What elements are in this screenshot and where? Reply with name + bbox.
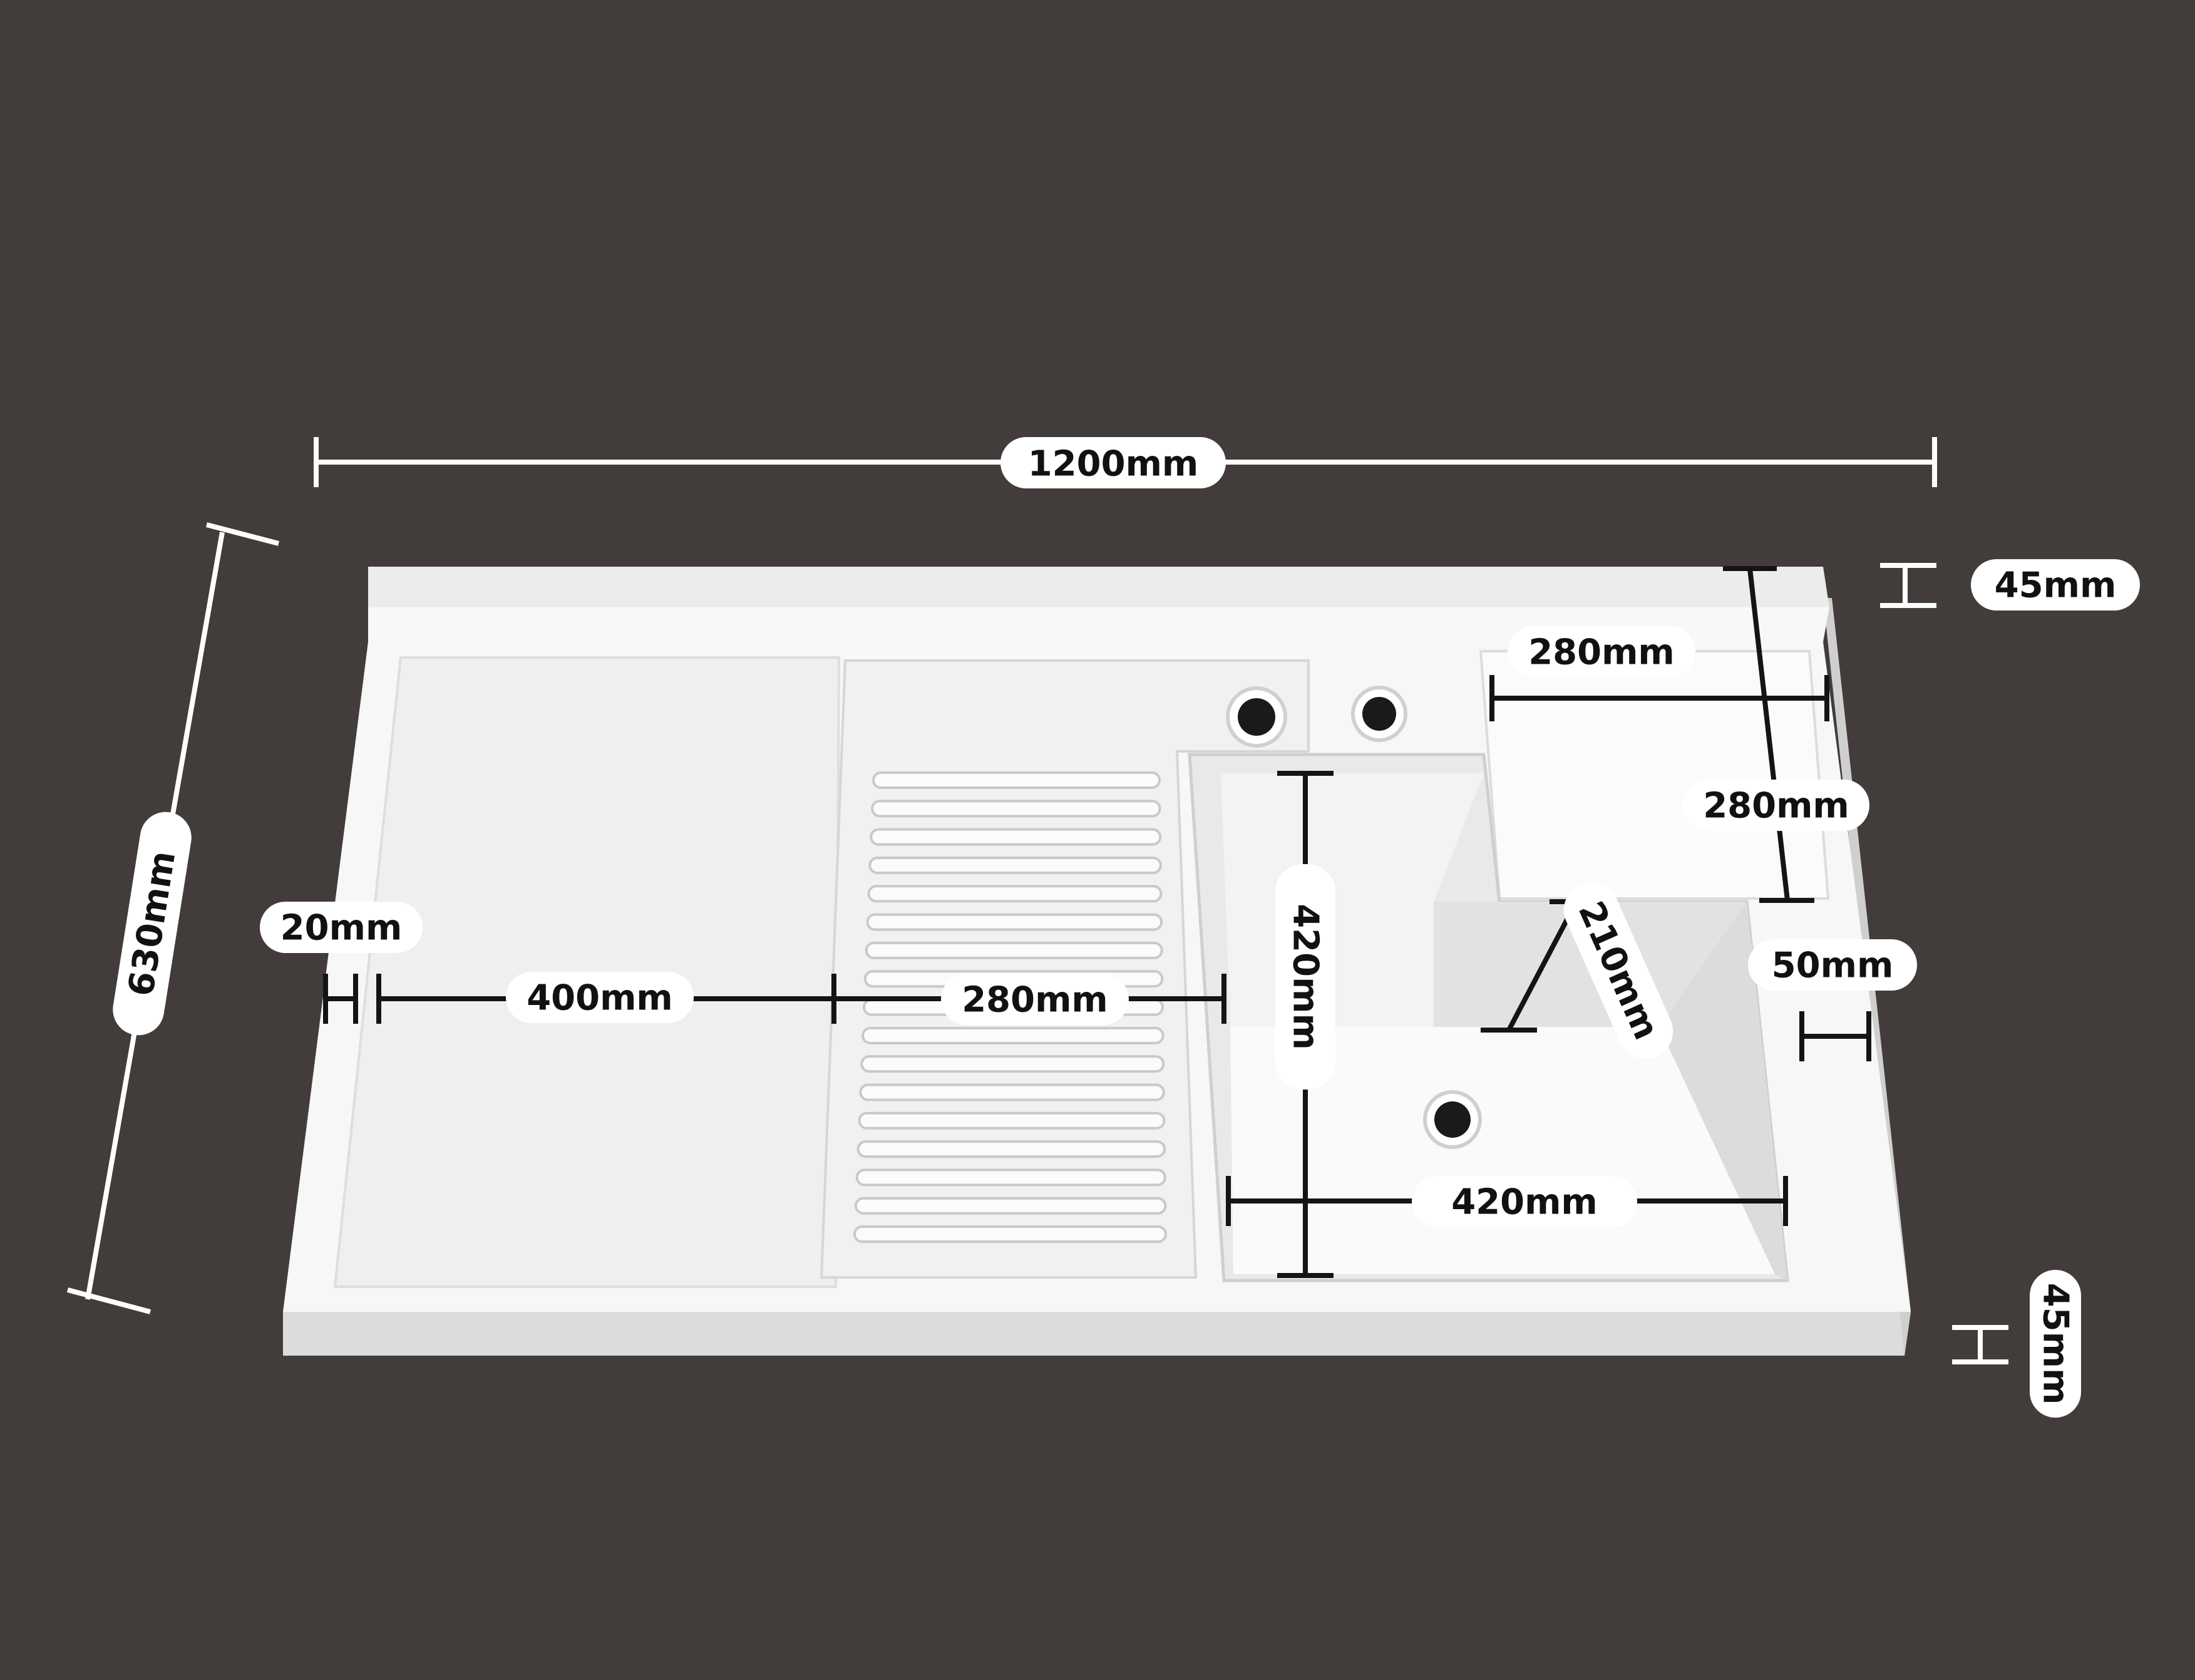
washboard-rib [866,913,1163,931]
svg-text:420mm: 420mm [1451,1182,1598,1223]
washboard-rib [856,1140,1166,1158]
label-edge-left: 20mm [260,902,423,953]
label-total-width: 1200mm [1000,437,1226,488]
washboard-rib [860,1055,1165,1073]
washboard-rib [870,828,1162,846]
svg-text:280mm: 280mm [1528,632,1675,673]
washboard-rib [871,800,1161,818]
label-basin-width: 420mm [1412,1176,1637,1227]
svg-text:45mm: 45mm [1995,565,2117,606]
label-drainboard-width: 400mm [506,972,694,1023]
dim-shelf-depth-line [1747,568,1790,901]
label-edge-right: 50mm [1748,939,1917,991]
label-front-height: 45mm [2030,1270,2081,1418]
drain-hole-inner [1434,1101,1471,1138]
basin-floor [1230,1027,1775,1274]
dim-630-cap-top [205,522,280,546]
washboard-rib [868,856,1162,874]
label-shelf-depth: 280mm [1683,780,1869,831]
washboard-rib [859,1083,1165,1101]
basin-right-wall [1659,902,1787,1281]
washboard-rib [861,1026,1164,1044]
washboard-rib [855,1168,1166,1187]
svg-text:280mm: 280mm [962,980,1108,1021]
svg-text:45mm: 45mm [2035,1283,2076,1405]
backsplash-top [368,567,1829,607]
washboard-ribs [853,771,1167,1243]
backsplash-face [368,607,1829,642]
washboard-rib [865,941,1163,959]
washboard-rib [853,1225,1167,1243]
svg-text:420mm: 420mm [1285,904,1326,1050]
washboard-rib [872,771,1161,789]
svg-text:280mm: 280mm [1703,786,1849,827]
dim-630-cap-bottom [66,1287,152,1314]
sink-front-edge [283,1312,1911,1356]
washboard-rib [858,1111,1166,1130]
label-basin-depth: 420mm [1275,864,1335,1090]
label-washboard-width: 280mm [941,974,1129,1025]
svg-text:1200mm: 1200mm [1028,444,1199,485]
svg-text:400mm: 400mm [527,978,673,1019]
svg-text:20mm: 20mm [280,908,403,949]
svg-text:50mm: 50mm [1772,946,1894,986]
faucet-hole-right-inner [1362,697,1396,731]
washboard-rib [867,885,1163,903]
shelf-top [1479,650,1830,900]
label-shelf-width: 280mm [1508,626,1695,678]
dim-210-line [1506,900,1579,1031]
label-back-height: 45mm [1971,559,2140,611]
faucet-hole-left-inner [1238,698,1275,736]
washboard-rib [854,1197,1167,1215]
